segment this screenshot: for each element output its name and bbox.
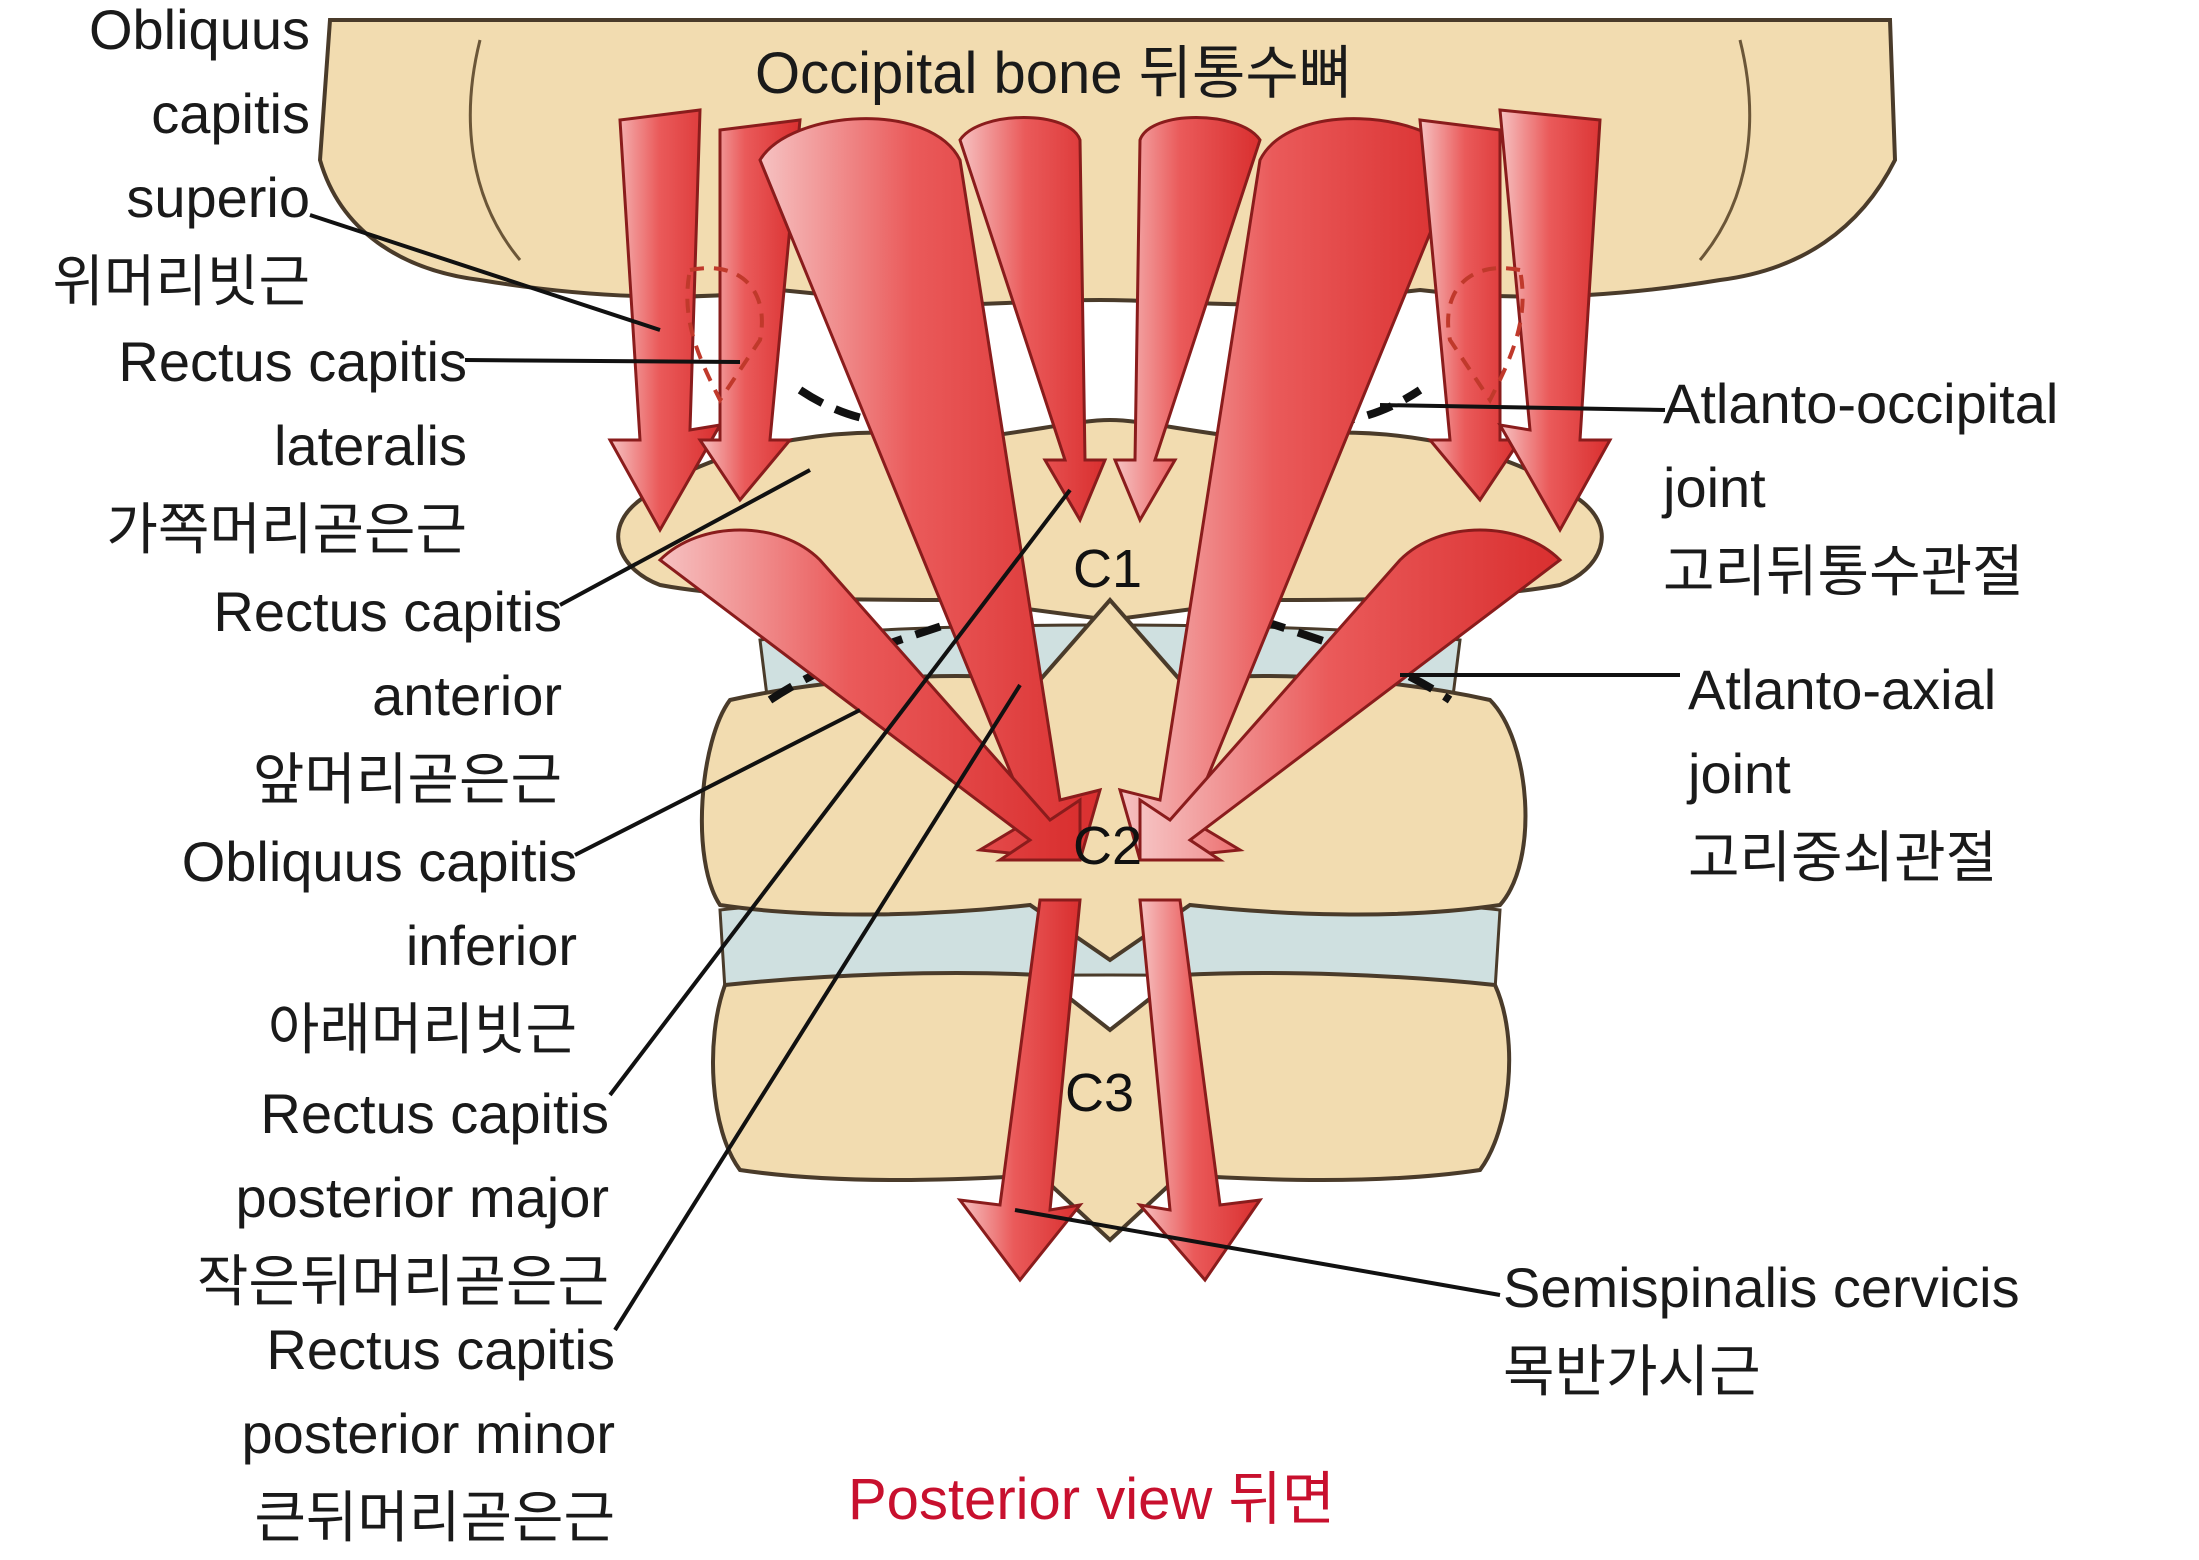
muscles (607, 108, 1613, 1283)
leader-lines (309, 213, 1680, 1332)
label-atlanto-occipital-joint: Atlanto-occipital joint 고리뒤통수관절 (1663, 372, 2059, 603)
label-obliquus-capitis-inferior: Obliquus capitis inferior 아래머리빗근 (181, 830, 577, 1061)
view-caption: Posterior view 뒤면 (848, 1467, 1336, 1532)
label-semispinalis-cervicis: Semispinalis cervicis 목반가시근 (1503, 1256, 2020, 1403)
c3-label: C3 (1065, 1063, 1135, 1123)
label-obliquus-capitis-superior: Obliquus capitis superio 위머리빗근 (52, 0, 310, 313)
c2-label: C2 (1073, 816, 1143, 876)
label-rectus-capitis-lateralis: Rectus capitis lateralis 가쪽머리곧은근 (106, 330, 467, 561)
label-rectus-capitis-posterior-major: Rectus capitis posterior major 작은뒤머리곧은근 (196, 1082, 609, 1313)
c1-label: C1 (1073, 539, 1143, 599)
label-atlanto-axial-joint: Atlanto-axial joint 고리중쇠관절 (1688, 658, 1998, 889)
label-rectus-capitis-anterior: Rectus capitis anterior 앞머리곧은근 (213, 580, 562, 811)
occipital-bone-label: Occipital bone 뒤통수뼈 (755, 41, 1353, 106)
label-rectus-capitis-posterior-minor: Rectus capitis posterior minor 큰뒤머리곧은근 (241, 1318, 615, 1549)
